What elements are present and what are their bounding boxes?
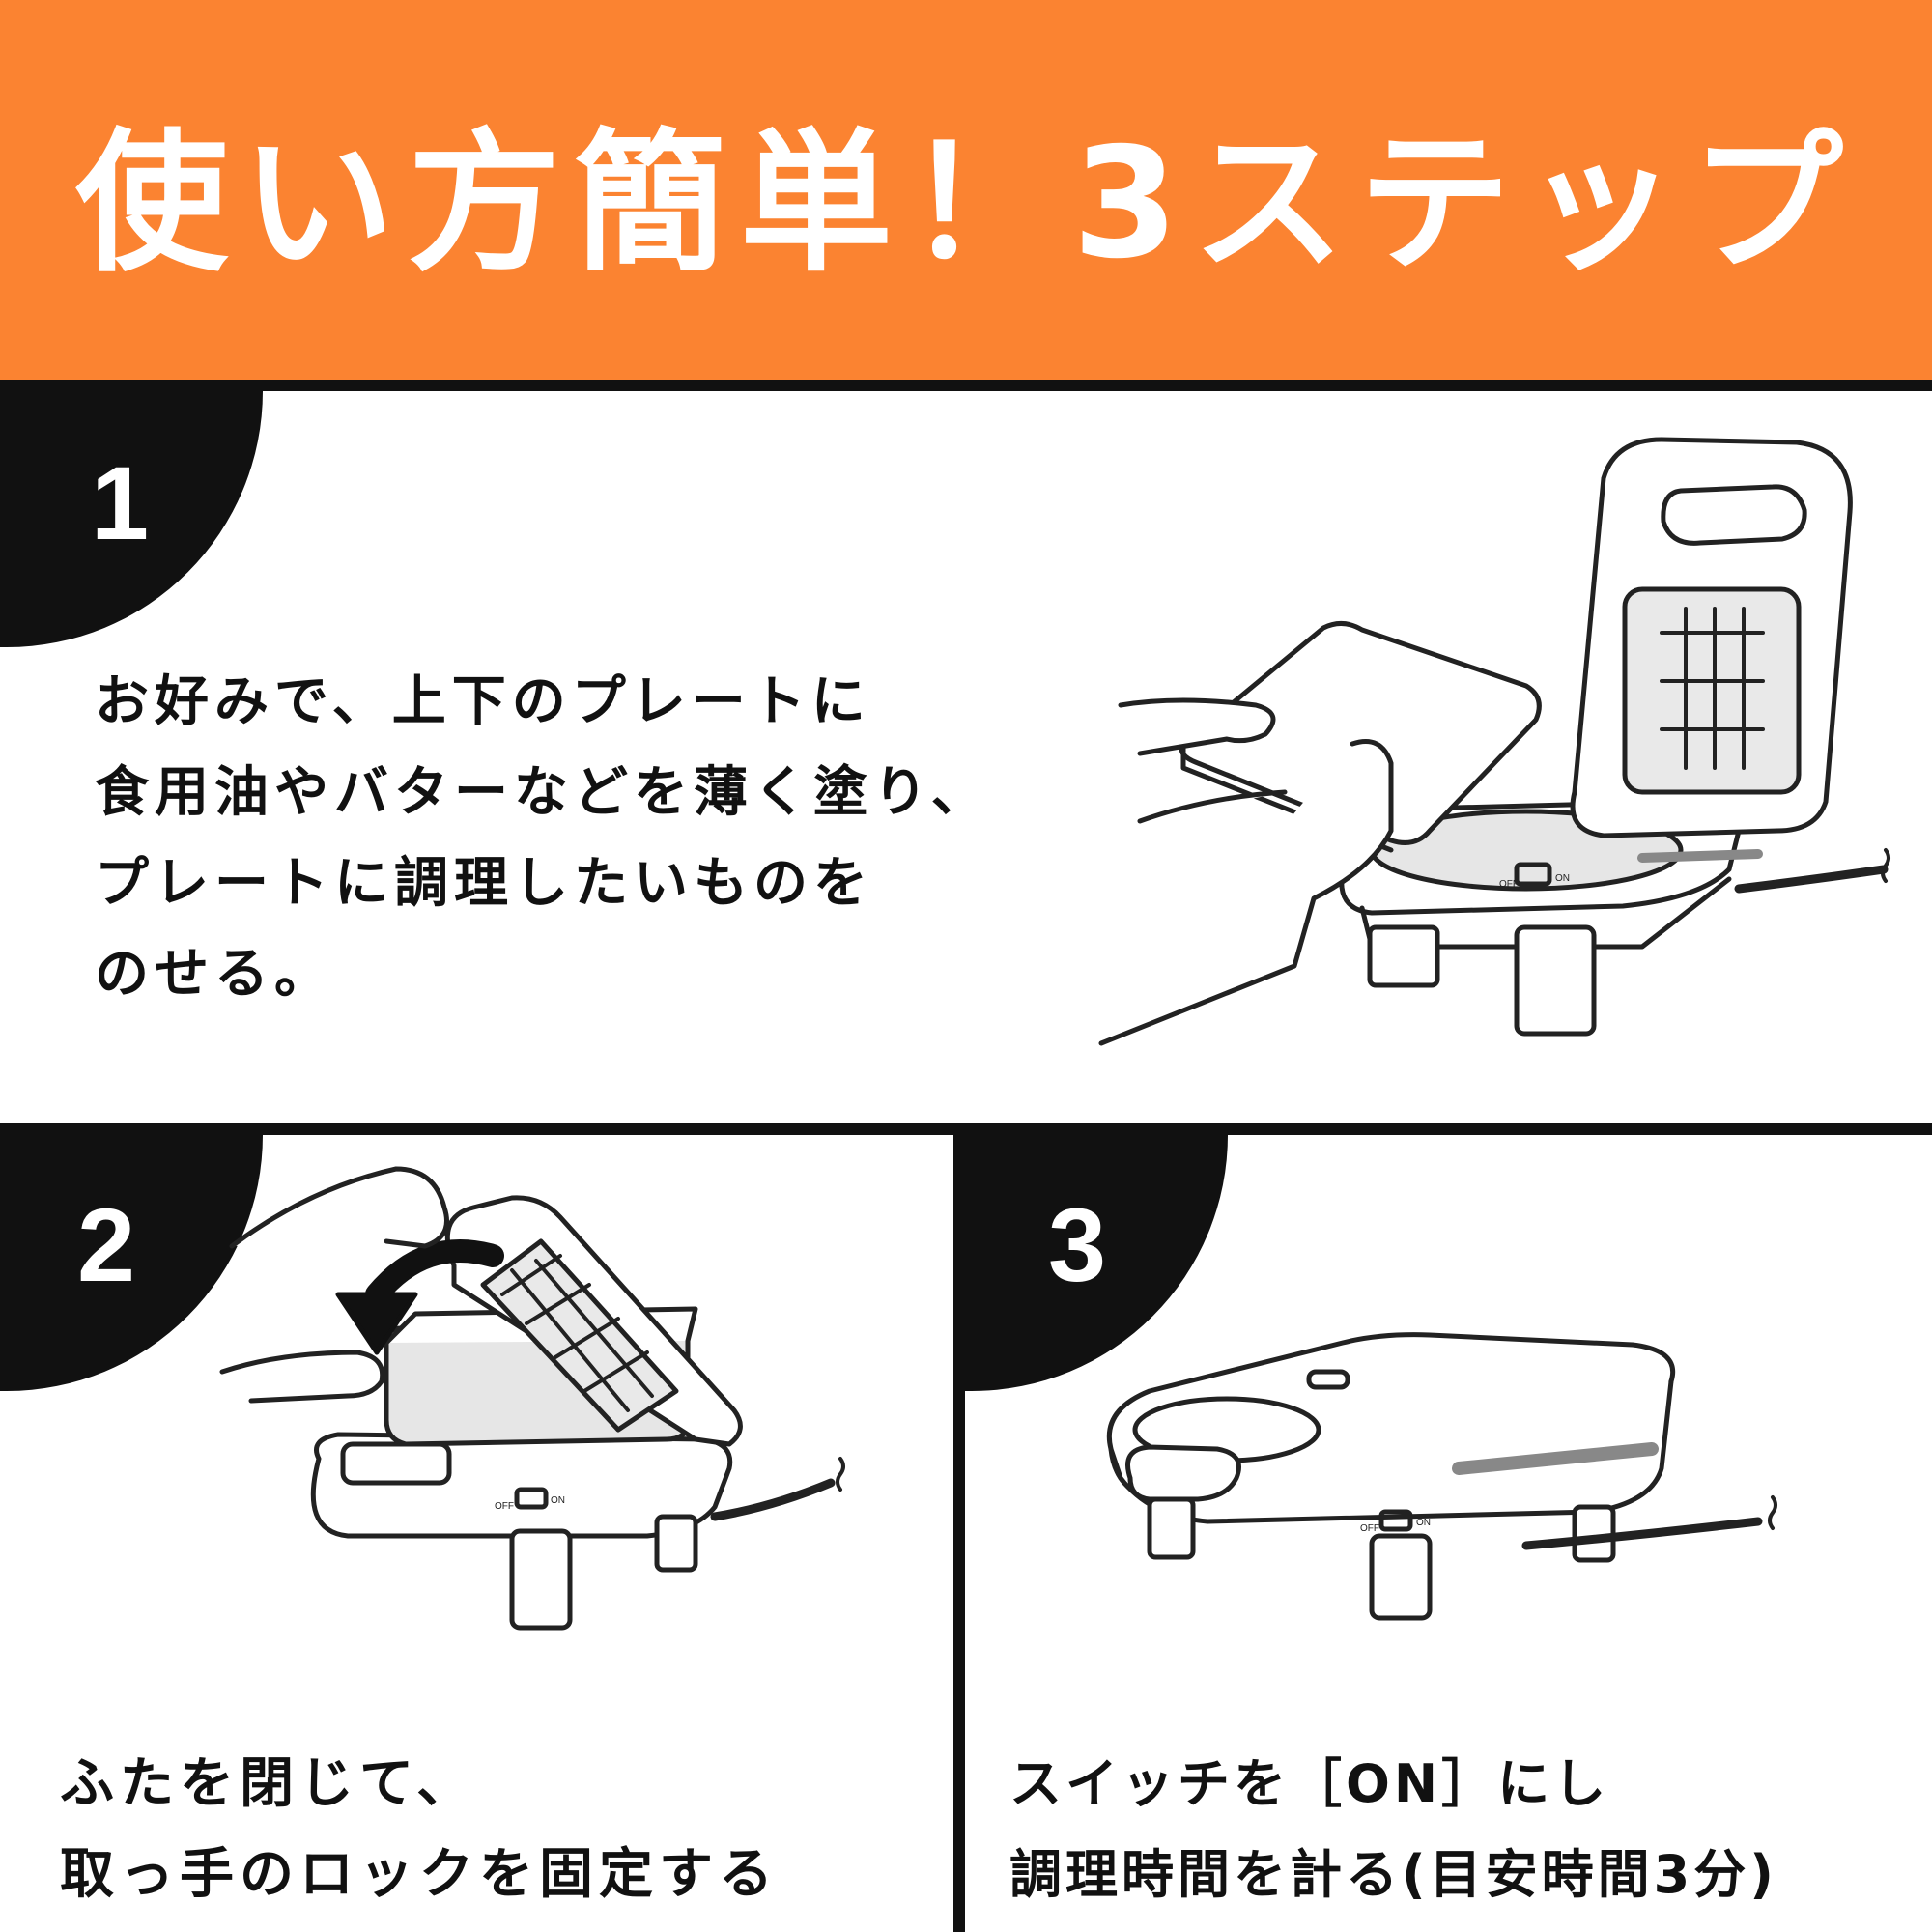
divider-vertical [953,1123,965,1932]
header-banner [0,0,1932,380]
divider-middle [0,1123,1932,1135]
step-2-switch-off-label: OFF [495,1501,514,1512]
step-1-line-4: のせる。 [95,943,334,1006]
step-2-line-1: ふたを閉じて、 [60,1752,477,1815]
step-2-instructions: ふたを閉じて、 取っ手のロックを固定する [60,1739,779,1920]
step-2-line-2: 取っ手のロックを固定する [60,1843,779,1906]
step-1-switch-on-label: ON [1555,873,1570,884]
step-1-badge: 1 [0,391,263,647]
step-1-instructions: お好みで、上下のプレートに 食用油やバターなどを薄く塗り、 プレートに調理したい… [95,657,991,1020]
step-3-illustration: OFF ON [1092,1323,1845,1642]
step-1-line-3: プレートに調理したいものを [95,852,873,915]
step-2-illustration: OFF ON [193,1150,869,1690]
step-2-number: 2 [77,1186,136,1303]
step-3-switch-on-label: ON [1416,1518,1431,1528]
step-1-line-2: 食用油やバターなどを薄く塗り、 [95,761,991,824]
step-1-switch-off-label: OFF [1499,879,1519,890]
step-2-switch-on-label: ON [551,1495,565,1506]
step-3-switch-off-label: OFF [1360,1523,1379,1534]
divider-top [0,380,1932,391]
step-3-number: 3 [1048,1186,1107,1303]
step-1-illustration: OFF ON [1063,425,1913,1101]
step-1-line-1: お好みで、上下のプレートに [95,670,871,733]
step-3-line-1: スイッチを［ON］にし [1009,1753,1610,1814]
page-title: 使い方簡単！3ステップ [75,115,1857,293]
step-3-instructions: スイッチを［ON］にし 調理時間を計る(目安時間3分) [1009,1739,1777,1920]
step-1-number: 1 [91,444,150,561]
step-3-line-2: 調理時間を計る(目安時間3分) [1009,1844,1777,1905]
